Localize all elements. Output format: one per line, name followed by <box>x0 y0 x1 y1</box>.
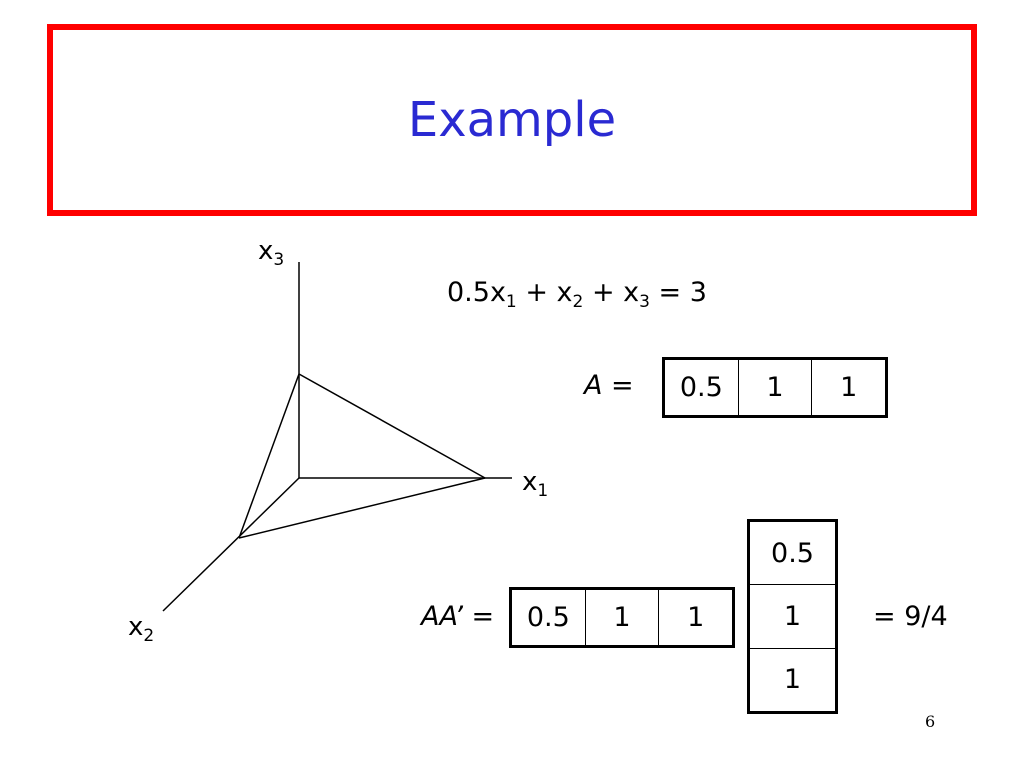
matrix-a-cell: 1 <box>811 360 885 415</box>
product-result: = 9/4 <box>873 601 948 632</box>
page-number: 6 <box>925 712 936 731</box>
title-frame: Example <box>47 24 977 216</box>
matrix-a-cell: 1 <box>737 360 812 415</box>
matrix-a-cell: 0.5 <box>679 372 723 403</box>
matrix-a: 0.5 1 1 <box>662 357 888 418</box>
edge-x2-x3 <box>238 373 300 539</box>
edge-x1-x2 <box>238 477 486 539</box>
product-row-vector: 0.5 1 1 <box>509 587 735 648</box>
row-vector-cell: 1 <box>584 590 659 645</box>
plane-equation: 0.5x1 + x2 + x3 = 3 <box>447 277 707 312</box>
product-label: AA’ = <box>421 601 495 632</box>
row-vector-cell: 1 <box>658 590 732 645</box>
row-vector-cell: 0.5 <box>526 602 570 633</box>
column-vector-cell: 1 <box>750 584 835 647</box>
slide-title: Example <box>407 92 617 148</box>
edge-x3-x1 <box>298 373 486 479</box>
column-vector-cell: 1 <box>750 647 835 711</box>
x3-label: x3 <box>258 236 285 270</box>
column-vector-cell: 0.5 <box>771 537 814 569</box>
product-column-vector: 0.5 1 1 <box>747 519 838 714</box>
matrix-a-label: A = <box>584 370 634 401</box>
x2-axis <box>162 477 300 612</box>
x2-label: x2 <box>128 612 155 646</box>
x1-label: x1 <box>522 467 549 501</box>
